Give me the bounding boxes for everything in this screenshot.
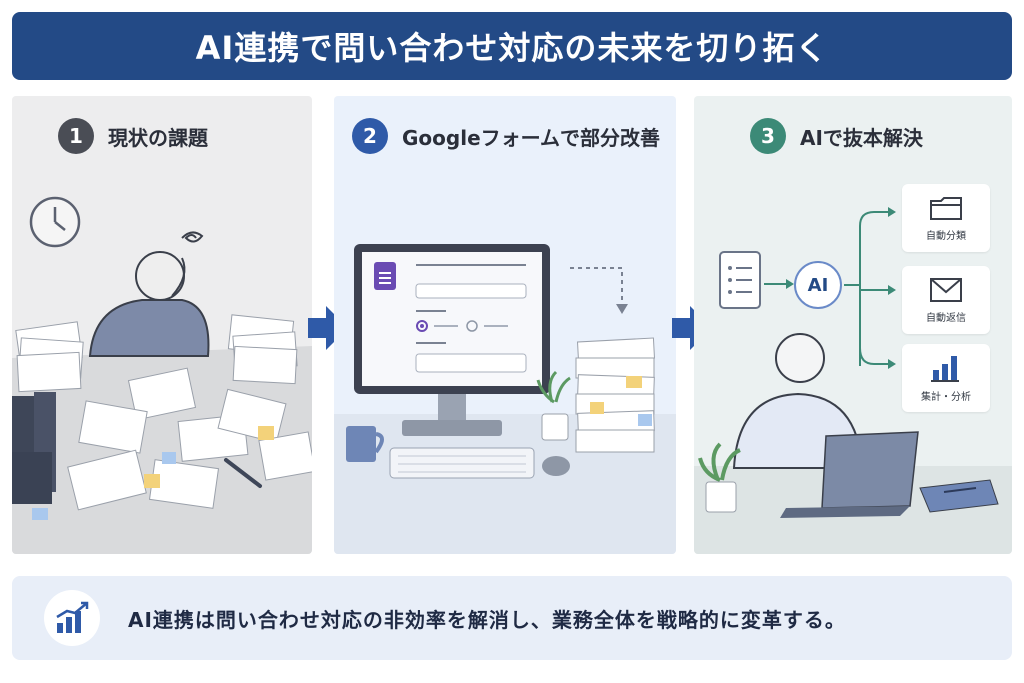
summary-banner: AI連携は問い合わせ対応の非効率を解消し、業務全体を戦略的に変革する。 <box>12 576 1012 660</box>
clock-icon <box>29 196 81 248</box>
ai-engine-node: AI <box>794 261 842 309</box>
summary-text: AI連携は問い合わせ対応の非効率を解消し、業務全体を戦略的に変革する。 <box>128 608 846 632</box>
arrow-right-icon <box>308 306 348 350</box>
panel-current-issues: 1 現状の課題 <box>12 96 312 554</box>
step-title: AIで抜本解決 <box>800 125 923 150</box>
overwhelmed-worker-illustration <box>12 196 312 554</box>
panel-ai-solution: 3 AIで抜本解決 <box>694 96 1012 554</box>
laptop-icon <box>780 431 919 518</box>
step-number-badge: 2 <box>352 118 388 154</box>
step-header: 2 Googleフォームで部分改善 <box>334 118 676 154</box>
output-card-analytics: 集計・分析 <box>902 344 990 412</box>
arrow-right-icon <box>672 306 712 350</box>
form-computer-illustration <box>334 244 676 554</box>
keyboard-icon <box>389 447 535 479</box>
step-header: 1 現状の課題 <box>12 118 312 154</box>
coffee-mug-icon <box>346 426 384 462</box>
mouse-icon <box>542 456 570 476</box>
ai-flow-illustration <box>694 207 1012 554</box>
mail-icon <box>930 277 962 302</box>
panel-google-forms: 2 Googleフォームで部分改善 <box>334 96 676 554</box>
plant-icon <box>536 370 571 441</box>
document-list-icon <box>719 251 761 309</box>
folder-icon <box>930 196 962 220</box>
trend-chart-icon <box>44 590 100 646</box>
output-label: 自動分類 <box>926 230 966 242</box>
bar-chart-icon <box>931 355 959 382</box>
step-number-badge: 3 <box>750 118 786 154</box>
step-title: 現状の課題 <box>108 125 208 150</box>
output-label: 自動返信 <box>926 312 966 324</box>
step-title: Googleフォームで部分改善 <box>402 125 661 150</box>
step-number-badge: 1 <box>58 118 94 154</box>
page-title: AI連携で問い合わせ対応の未来を切り拓く <box>12 12 1012 80</box>
output-card-auto-reply: 自動返信 <box>902 266 990 334</box>
plant-icon <box>698 442 741 513</box>
output-card-auto-classify: 自動分類 <box>902 184 990 252</box>
google-forms-icon <box>374 262 396 290</box>
notebook-icon <box>919 479 999 513</box>
step-header: 3 AIで抜本解決 <box>694 118 1012 154</box>
output-label: 集計・分析 <box>921 391 971 403</box>
worker-figure <box>88 251 210 357</box>
